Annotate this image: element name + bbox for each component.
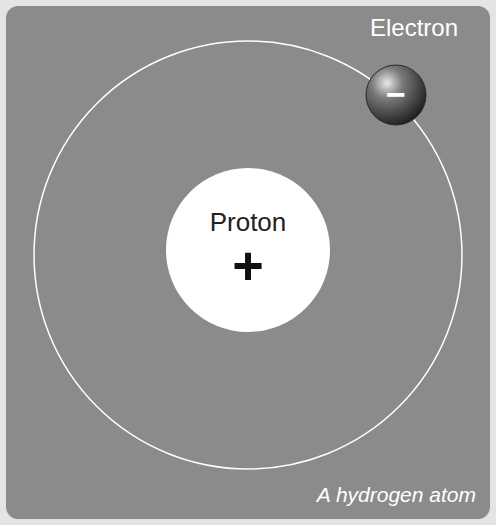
charge-sign: + bbox=[232, 238, 264, 292]
particle-name: Proton bbox=[210, 208, 287, 238]
proton-circle: Proton+ bbox=[166, 168, 330, 332]
electron-ball bbox=[366, 65, 426, 125]
charge-sign: − bbox=[386, 77, 406, 111]
caption-text: A hydrogen atom bbox=[317, 483, 476, 507]
electron-sphere: Electron − bbox=[344, 6, 484, 129]
orbit-ring bbox=[34, 41, 462, 469]
proton-disc bbox=[166, 168, 330, 332]
particle-name: Electron bbox=[344, 6, 484, 40]
background-panel: Proton+ Electron − A hydrogen atom bbox=[6, 6, 490, 519]
